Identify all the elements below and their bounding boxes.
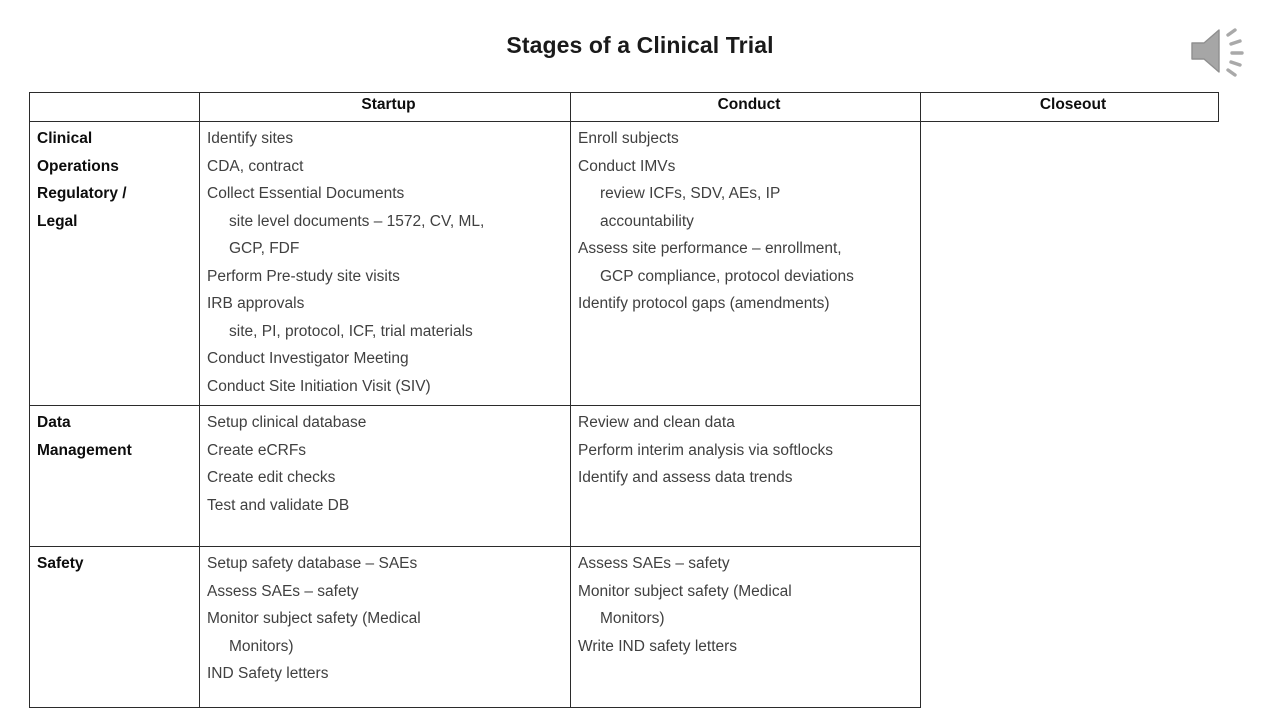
row-label-line: Clinical <box>37 130 93 147</box>
row-label-line: Safety <box>37 555 84 572</box>
cell-line: review ICFs, SDV, AEs, IP <box>600 185 781 202</box>
cell-line: Test and validate DB <box>207 496 350 514</box>
cell-line: Collect Essential Documents <box>207 185 405 202</box>
row-label-cell: Safety <box>29 546 200 708</box>
cell-line: site, PI, protocol, ICF, trial materials <box>229 322 473 340</box>
cell-line: Enroll subjects <box>578 130 679 147</box>
cell-line: Review and clean data <box>578 414 735 431</box>
cell-line: Create eCRFs <box>207 441 307 459</box>
cell-line: Write IND safety letters <box>578 637 738 655</box>
row-label-line: Management <box>37 441 132 459</box>
cell-line: Monitor subject safety (Medical <box>578 582 792 600</box>
row-label-line: Operations <box>37 157 119 175</box>
cell-line: Identify protocol gaps (amendments) <box>578 295 830 312</box>
cell-line: Assess site performance – enrollment, <box>578 240 842 257</box>
cell-line: Conduct Site Initiation Visit (SIV) <box>207 377 431 395</box>
header-closeout: Closeout <box>920 92 1219 122</box>
cell-line: Assess SAEs – safety <box>207 582 359 600</box>
cell-line: Monitor subject safety (Medical <box>207 610 421 627</box>
cell-line: GCP compliance, protocol deviations <box>600 267 854 285</box>
cell-line: IND Safety letters <box>207 665 329 682</box>
header-conduct: Conduct <box>570 92 921 122</box>
cell-line: Monitors) <box>600 610 665 627</box>
cell-line: GCP, FDF <box>229 240 300 257</box>
closeout-cell <box>921 122 1219 406</box>
cell-line: CDA, contract <box>207 157 304 175</box>
cell-line: Perform Pre-study site visits <box>207 267 400 285</box>
row-label-line: Legal <box>37 212 78 230</box>
cell-line: site level documents – 1572, CV, ML, <box>229 212 485 230</box>
cell-line: Perform interim analysis via softlocks <box>578 441 833 459</box>
table-header-row: Startup Conduct Closeout <box>29 92 1219 122</box>
speaker-icon[interactable] <box>1186 22 1258 80</box>
cell-line: Identify and assess data trends <box>578 469 793 486</box>
cell-line: IRB approvals <box>207 295 305 312</box>
row-label-line: Data <box>37 414 71 431</box>
header-startup: Startup <box>199 92 571 122</box>
cell-line: Identify sites <box>207 130 294 147</box>
cell-line: Conduct Investigator Meeting <box>207 350 409 367</box>
row-label-line: Regulatory / <box>37 185 127 202</box>
closeout-cell <box>921 406 1219 547</box>
cell-line: Setup clinical database <box>207 414 367 431</box>
cell-line: Monitors) <box>229 637 294 655</box>
header-corner-cell <box>29 92 200 122</box>
cell-line: accountability <box>600 212 694 230</box>
page-title: Stages of a Clinical Trial <box>506 32 774 58</box>
cell-line: Setup safety database – SAEs <box>207 555 418 572</box>
cell-line: Create edit checks <box>207 469 336 486</box>
cell-line: Conduct IMVs <box>578 157 676 175</box>
cell-line: Assess SAEs – safety <box>578 555 730 572</box>
closeout-cell <box>921 547 1219 708</box>
